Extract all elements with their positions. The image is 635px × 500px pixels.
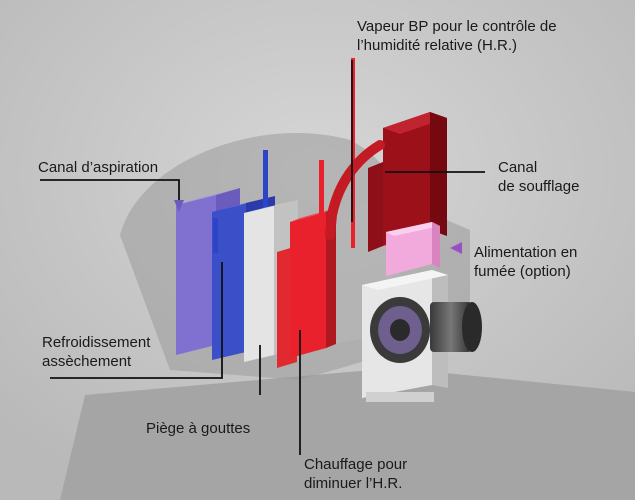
blower-channel bbox=[368, 112, 447, 252]
heating-coil bbox=[277, 160, 336, 368]
smoke-inlet bbox=[386, 222, 440, 276]
label-canal-soufflage-line2: de soufflage bbox=[498, 178, 580, 195]
steam-pipe bbox=[325, 58, 385, 248]
leader-refroidissement bbox=[50, 262, 223, 379]
label-vapeur-line1: Vapeur BP pour le contrôle de bbox=[357, 18, 557, 35]
label-canal-soufflage: Canal de soufflage bbox=[498, 158, 579, 196]
label-canal-aspiration-line1: Canal d’aspiration bbox=[38, 159, 159, 176]
label-chauffage: Chauffage pour diminuer l’H.R. bbox=[304, 455, 407, 493]
label-canal-aspiration: Canal d’aspiration bbox=[38, 158, 158, 177]
arrowhead-canal-aspiration bbox=[174, 200, 184, 212]
label-vapeur-bp: Vapeur BP pour le contrôle de l’humidité… bbox=[357, 17, 557, 55]
leader-lines bbox=[40, 60, 485, 455]
label-refroidissement-line1: Refroidissement bbox=[42, 334, 151, 351]
label-piege-a-gouttes: Piège à gouttes bbox=[146, 419, 250, 438]
label-chauffage-line2: diminuer l’H.R. bbox=[304, 475, 403, 492]
floor bbox=[60, 368, 635, 500]
leader-canal-aspiration bbox=[40, 179, 180, 204]
label-chauffage-line1: Chauffage pour bbox=[304, 456, 408, 473]
label-alimentation-fumee: Alimentation en fumée (option) bbox=[474, 243, 577, 281]
label-refroidissement-line2: assèchement bbox=[42, 353, 132, 370]
fan-unit bbox=[362, 270, 482, 402]
label-vapeur-line2: l’humidité relative (H.R.) bbox=[357, 37, 518, 54]
label-alimentation-line1: Alimentation en bbox=[474, 244, 578, 261]
arrowhead-alimentation bbox=[450, 242, 462, 254]
label-piege-line1: Piège à gouttes bbox=[146, 420, 251, 437]
label-canal-soufflage-line1: Canal bbox=[498, 159, 538, 176]
label-refroidissement: Refroidissement assèchement bbox=[42, 333, 150, 371]
label-alimentation-line2: fumée (option) bbox=[474, 263, 571, 280]
